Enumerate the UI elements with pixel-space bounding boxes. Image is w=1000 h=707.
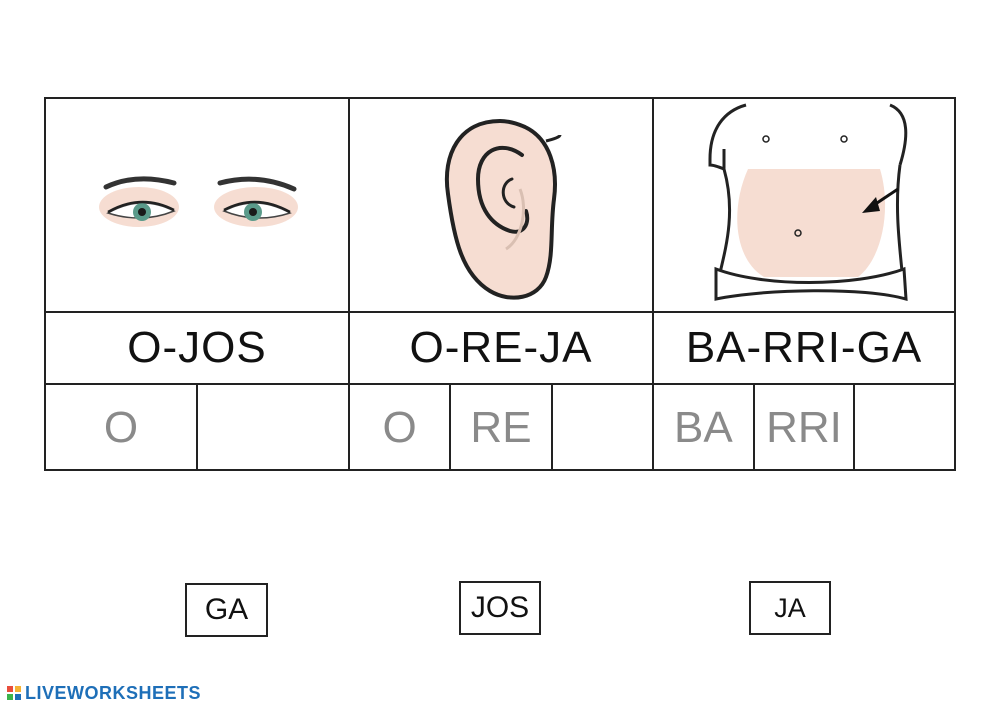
word-label: BA-RRI-GA [654, 313, 954, 385]
syllable-slots: O [46, 385, 348, 471]
draggable-tile-ja[interactable]: JA [749, 581, 831, 635]
ear-icon [444, 118, 562, 300]
draggable-tile-ga[interactable]: GA [185, 583, 268, 637]
syllable-drop-target[interactable] [198, 385, 348, 471]
eyes-icon [99, 176, 298, 227]
syllable-slot: RE [451, 385, 553, 471]
syllable-slots: O RE [350, 385, 652, 471]
syllable-slot: RRI [755, 385, 856, 471]
word-label: O-JOS [46, 313, 348, 385]
syllable-slots: BA RRI [654, 385, 954, 471]
word-column-barriga: BA-RRI-GA BA RRI [654, 99, 954, 471]
picture-cell-barriga [654, 99, 954, 313]
brand-name: LIVEWORKSHEETS [25, 682, 202, 703]
syllable-slot: O [350, 385, 452, 471]
word-column-ojos: O-JOS O [46, 99, 350, 471]
word-column-oreja: O-RE-JA O RE [350, 99, 654, 471]
belly-icon [708, 103, 908, 302]
liveworksheets-logo-icon [7, 686, 21, 700]
syllable-slot: O [46, 385, 198, 471]
syllable-drop-target[interactable] [855, 385, 954, 471]
syllable-drop-target[interactable] [553, 385, 652, 471]
syllable-slot: BA [654, 385, 755, 471]
draggable-tile-jos[interactable]: JOS [459, 581, 541, 635]
word-label: O-RE-JA [350, 313, 652, 385]
picture-cell-oreja [350, 99, 652, 313]
worksheet-grid: O-JOS O O-RE-JA O RE [44, 97, 956, 471]
brand-logo: LIVEWORKSHEETS [6, 683, 201, 703]
picture-cell-ojos [46, 99, 348, 313]
